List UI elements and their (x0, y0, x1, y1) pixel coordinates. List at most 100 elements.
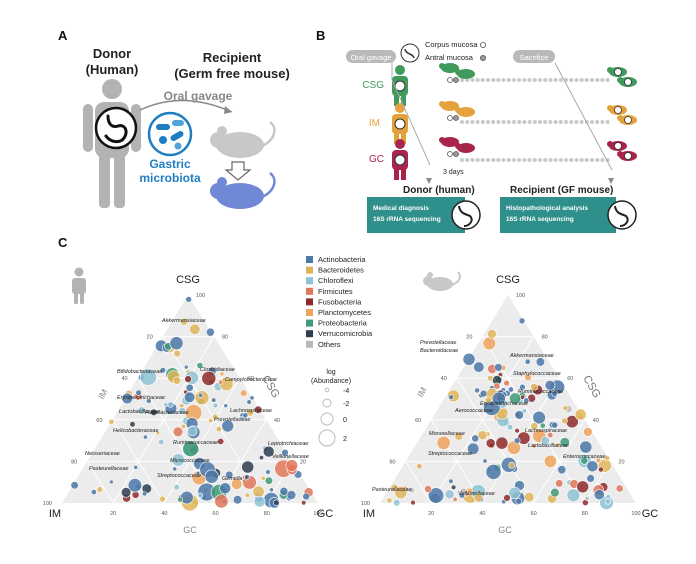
tick-label-gc: 40 (479, 511, 485, 517)
legend-swatch (306, 340, 313, 348)
tick-label-csg: 20 (618, 459, 624, 465)
taxon-point (576, 480, 590, 494)
taxon-point (473, 361, 485, 373)
taxon-point (212, 402, 219, 409)
taxon-point (394, 486, 408, 499)
family-label: Pasteurellaceae (89, 466, 128, 472)
taxon-point (286, 490, 297, 500)
family-label: Streptococcaceae (428, 451, 472, 457)
taxon-point (137, 406, 146, 415)
taxon-point (491, 391, 506, 406)
taxon-point (265, 469, 271, 475)
taxon-point (223, 403, 228, 409)
donor-box-line2: 16S rRNA sequencing (373, 216, 441, 223)
taxon-point (211, 397, 217, 403)
family-label: Akkermansiaceae (161, 318, 206, 324)
taxon-point (518, 317, 526, 325)
mouse-axis-csg: CSG (580, 374, 602, 401)
panel-c-label: C (58, 235, 68, 250)
timeline-dot (553, 78, 558, 82)
timeline-dot (558, 120, 563, 124)
size-legend-value-4: 2 (343, 436, 347, 443)
panel-a: A Donor (Human) Recipient (Germ free mou… (58, 28, 290, 209)
taxon-point (452, 496, 458, 502)
family-label: Leptotrichiaceae (268, 441, 308, 447)
tick-label-im: 40 (441, 376, 447, 382)
human-small-icon (72, 267, 86, 304)
family-label: Ruminococcaceae (518, 389, 563, 395)
tick-label-im: 100 (43, 501, 52, 507)
legend-label: Proteobacteria (318, 319, 368, 328)
timeline-dots (460, 78, 610, 162)
timeline-dot (574, 120, 579, 124)
group-mouse-head (455, 143, 461, 149)
group-mouse-stomach (624, 78, 632, 86)
taxon-point (519, 383, 526, 391)
taxon-point (177, 496, 183, 503)
sample-dot-antral (453, 115, 459, 121)
legend-label: Others (318, 340, 341, 349)
taxon-point (219, 371, 225, 377)
human-axis-csg: CSG (259, 374, 281, 401)
taxon-point (521, 408, 527, 414)
family-label: Enterococcaceae (563, 454, 606, 460)
taxon-point (416, 463, 423, 470)
taxon-point (178, 407, 187, 415)
taxon-point (508, 461, 516, 469)
taxon-point (198, 392, 204, 398)
taxon-point (458, 492, 466, 499)
timeline-dot (470, 78, 475, 82)
group-mouse-head (607, 105, 613, 111)
taxon-point (242, 412, 249, 419)
taxon-point (503, 494, 511, 502)
taxon-point (583, 427, 593, 437)
taxon-point (169, 336, 184, 351)
human-vertex-right: GC (317, 508, 334, 520)
mouse-axis-gc: GC (498, 525, 512, 535)
recipient-header: Recipient (GF mouse) (510, 185, 613, 196)
taxon-point (173, 349, 181, 358)
timeline-dot (486, 120, 490, 124)
tick-label-im: 80 (389, 459, 395, 465)
taxon-point (96, 486, 103, 493)
taxon-point (532, 410, 546, 425)
family-label: Veillonellaceae (458, 491, 495, 497)
taxon-point (448, 394, 455, 401)
timeline-dot (574, 158, 579, 162)
family-label: Staphylococcaceae (513, 371, 561, 377)
family-label: Moraxellaceae (429, 431, 465, 437)
taxon-point (244, 474, 250, 480)
taxon-point (467, 487, 474, 494)
sample-dot-corpus (447, 77, 453, 83)
taxon-point (135, 389, 142, 396)
taxon-point (484, 396, 492, 404)
taxon-point (566, 488, 581, 503)
taxon-point (187, 426, 198, 437)
timeline-dot (595, 120, 600, 124)
donor-stomach-shape (458, 205, 473, 227)
timeline-dot (605, 120, 610, 124)
timeline-dot (470, 158, 475, 162)
taxon-point (477, 430, 488, 441)
taxon-point (514, 428, 520, 434)
taxon-point (540, 436, 550, 446)
taxon-point (171, 453, 185, 467)
mouse-vertex-top: CSG (496, 274, 520, 286)
tick-label-gc: 40 (161, 511, 167, 517)
timeline-dot (465, 78, 470, 82)
group-mouse-icon (457, 143, 475, 153)
family-label: Lactobacillaceae (119, 409, 160, 415)
tick-label-gc: 20 (110, 511, 116, 517)
taxon-point (269, 487, 274, 493)
taxon-point (544, 379, 556, 391)
taxon-point (238, 416, 244, 422)
taxon-point (121, 392, 134, 405)
taxon-point (158, 438, 165, 446)
taxon-point (561, 417, 568, 425)
taxon-point (197, 492, 204, 499)
grid-line (111, 419, 165, 504)
grid-line (533, 419, 586, 504)
taxon-point (515, 497, 523, 505)
gavage-arrow (139, 99, 233, 113)
